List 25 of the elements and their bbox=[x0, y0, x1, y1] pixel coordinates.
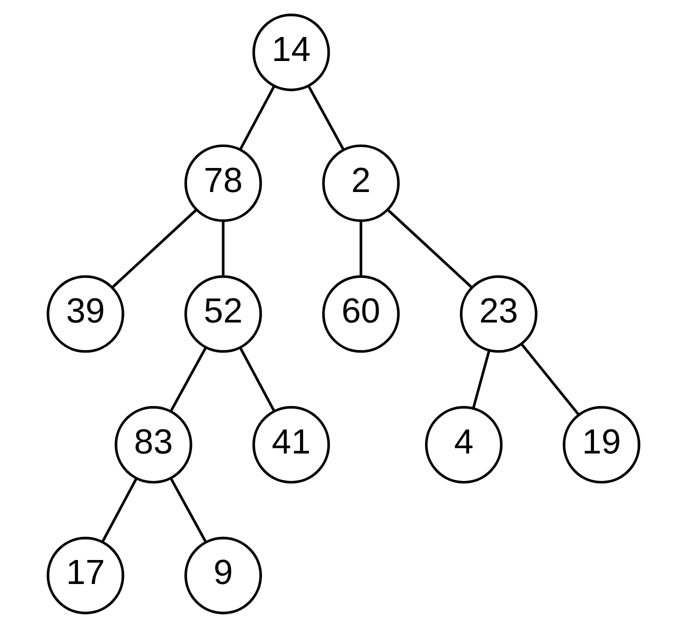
connector bbox=[221, 221, 224, 276]
node-circle: 60 bbox=[322, 275, 400, 353]
node-circle: 52 bbox=[184, 275, 262, 353]
node-circle: 17 bbox=[46, 536, 124, 614]
connector bbox=[307, 86, 344, 150]
connector bbox=[472, 350, 490, 409]
connector bbox=[110, 209, 196, 289]
node-circle: 2 bbox=[322, 144, 400, 222]
connector bbox=[169, 478, 206, 543]
connector bbox=[386, 209, 472, 289]
node-circle: 4 bbox=[424, 406, 502, 484]
connector bbox=[520, 343, 580, 416]
node-circle: 83 bbox=[114, 406, 192, 484]
connector bbox=[238, 86, 275, 150]
node-circle: 39 bbox=[46, 275, 124, 353]
connector bbox=[100, 478, 137, 542]
node-circle: 78 bbox=[184, 144, 262, 222]
connector bbox=[169, 347, 206, 412]
node-circle: 14 bbox=[252, 14, 330, 92]
connector bbox=[238, 347, 275, 412]
node-circle: 19 bbox=[562, 406, 640, 484]
node-circle: 41 bbox=[252, 406, 330, 484]
node-circle: 9 bbox=[184, 536, 262, 614]
connector bbox=[359, 221, 362, 276]
node-circle: 23 bbox=[459, 275, 537, 353]
